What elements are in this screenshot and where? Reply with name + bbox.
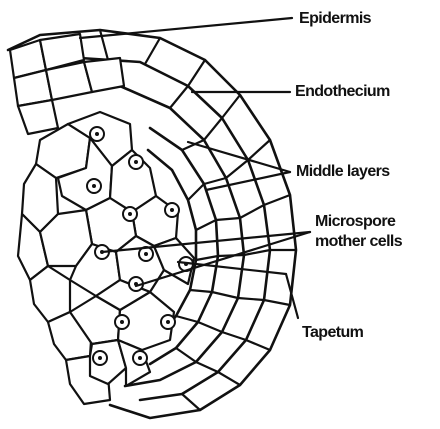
cross-wall [222,95,240,118]
cross-wall [212,292,238,298]
cross-wall [222,332,246,340]
cross-wall [216,218,240,220]
cross-wall [240,205,264,218]
middle-layers-label: Middle layers [296,162,390,182]
tapetum-label: Tapetum [302,323,363,343]
tissue-cell [18,100,58,134]
nucleolus [134,160,138,164]
cross-wall [226,160,248,178]
cross-wall [176,348,196,362]
cross-wall [198,322,222,332]
cross-wall [264,195,290,205]
cross-wall [238,298,264,300]
cross-wall [204,118,222,140]
nucleolus [170,208,174,212]
cross-wall [188,184,204,200]
nucleolus [138,356,142,360]
nucleolus [166,320,170,324]
cross-wall [248,140,270,160]
cross-wall [264,300,290,305]
nucleolus [144,252,148,256]
cross-wall [218,372,240,385]
cross-wall [190,290,212,292]
endothecium-label: Endothecium [295,82,390,102]
cross-wall [182,394,200,410]
cross-wall [196,220,216,230]
nucleolus [98,356,102,360]
nucleolus [95,132,99,136]
nucleolus [128,212,132,216]
microspore-mother-cells-label-line1: Microspore [315,212,395,232]
cross-wall [176,316,198,322]
cross-wall [204,178,226,184]
cross-wall [145,38,160,64]
cross-wall [188,60,205,86]
cross-wall [196,256,218,260]
cross-wall [170,86,188,108]
tissue-cell [84,58,124,92]
nucleolus [92,184,96,188]
epidermis-label: Epidermis [299,9,371,29]
epidermis-leader-line [80,18,292,38]
microspore-mother-cells-label-line2: mother cells [315,232,402,252]
cross-wall [246,340,270,350]
cross-wall [196,362,218,372]
nucleolus [120,320,124,324]
